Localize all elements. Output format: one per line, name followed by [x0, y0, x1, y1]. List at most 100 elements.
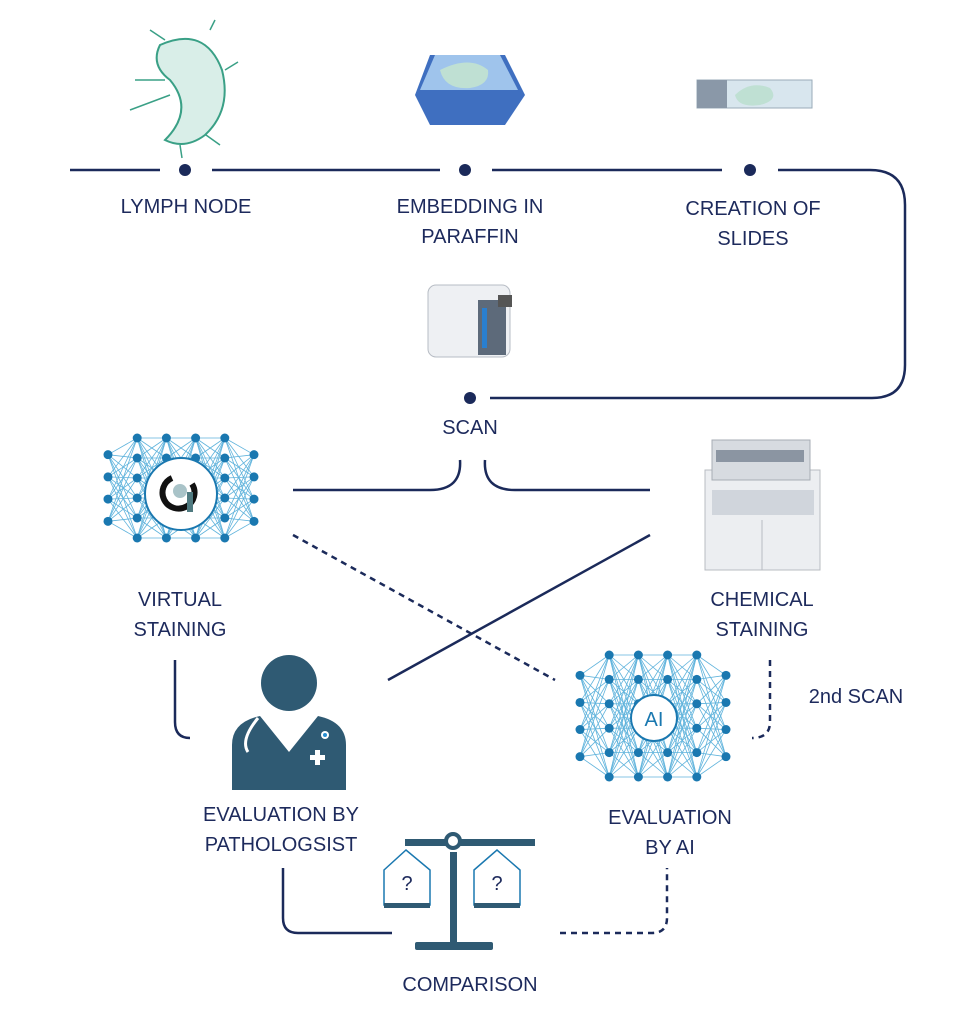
- network-edge: [638, 752, 668, 778]
- network-edge: [696, 679, 727, 757]
- network-edge: [224, 437, 255, 456]
- network-node: [663, 748, 673, 758]
- network-edge: [696, 654, 727, 676]
- network-node: [604, 650, 614, 660]
- network-edge: [107, 437, 138, 500]
- network-edge: [107, 476, 138, 519]
- network-edge: [107, 454, 138, 519]
- network-node: [220, 473, 230, 483]
- network-edge: [696, 727, 727, 757]
- label-comparison: COMPARISON: [402, 974, 538, 996]
- network-edge: [224, 457, 255, 478]
- network-edge: [195, 497, 226, 539]
- network-node: [132, 513, 142, 523]
- network-node: [132, 433, 142, 443]
- network-edge: [195, 437, 226, 459]
- timeline-line: [70, 168, 907, 400]
- network-node: [692, 699, 702, 709]
- network-edge: [579, 702, 610, 753]
- network-edge: [224, 497, 255, 500]
- network-edge: [107, 517, 138, 522]
- network-edge: [107, 437, 138, 478]
- network-edge: [579, 756, 610, 778]
- network-edge: [107, 437, 138, 522]
- brace-left: [293, 459, 462, 492]
- network-edge: [107, 454, 138, 539]
- network-node: [692, 650, 702, 660]
- network-edge: [667, 752, 698, 778]
- network-node: [604, 723, 614, 733]
- second-scan-line: [751, 660, 772, 740]
- network-edge: [107, 476, 138, 479]
- network-edge: [579, 675, 610, 778]
- network-node: [132, 453, 142, 463]
- network-edge: [107, 454, 138, 479]
- network-node: [721, 752, 731, 762]
- network-edge: [579, 703, 610, 730]
- network-edge: [107, 437, 138, 456]
- paraffin-block-icon: [415, 55, 525, 125]
- network-node: [575, 697, 585, 707]
- network-node: [103, 494, 113, 504]
- pathologist-icon: [232, 655, 346, 790]
- network-edge: [579, 752, 610, 758]
- network-edge: [107, 498, 138, 519]
- network-edge: [667, 727, 698, 778]
- virtual-to-ai: [292, 533, 556, 682]
- network-node: [604, 699, 614, 709]
- network-edge: [224, 520, 255, 539]
- network-node: [103, 516, 113, 526]
- network-edge: [136, 437, 167, 479]
- network-node: [103, 472, 113, 482]
- network-edge: [579, 702, 610, 705]
- label-line: CHEMICAL: [710, 589, 814, 611]
- label-line: EVALUATION BY: [203, 804, 359, 826]
- network-node: [249, 494, 259, 504]
- network-node: [721, 725, 731, 735]
- network-node: [575, 725, 585, 735]
- network-edge: [667, 679, 698, 778]
- label-line: STAINING: [133, 619, 227, 641]
- network-node: [249, 472, 259, 482]
- ai-network-icon: [575, 650, 731, 782]
- right-question-mark: ?: [491, 873, 502, 895]
- network-edge: [579, 654, 610, 703]
- network-edge: [224, 476, 255, 539]
- connectors: [70, 168, 907, 935]
- label-lymph-node: LYMPH NODE: [120, 196, 252, 218]
- network-edge: [579, 675, 610, 729]
- network-edge: [579, 702, 610, 778]
- network-edge: [579, 675, 610, 753]
- network-edge: [696, 675, 727, 729]
- network-node: [663, 772, 673, 782]
- slide-icon: [696, 79, 813, 109]
- network-edge: [107, 476, 138, 499]
- network-node: [132, 473, 142, 483]
- network-edge: [696, 675, 727, 753]
- label-line: CREATION OF: [685, 198, 821, 220]
- network-edge: [107, 520, 138, 539]
- label-line: PARAFFIN: [421, 226, 519, 248]
- network-node: [249, 516, 259, 526]
- label-line: EMBEDDING IN: [396, 196, 544, 218]
- network-edge: [224, 437, 255, 522]
- network-edge: [107, 454, 138, 499]
- network-edge: [696, 679, 727, 703]
- network-node: [220, 433, 230, 443]
- network-edge: [579, 727, 610, 730]
- network-edge: [696, 752, 727, 758]
- network-edge: [224, 454, 255, 519]
- network-node: [161, 433, 171, 443]
- left-question-mark: ?: [401, 873, 412, 895]
- network-node: [132, 533, 142, 543]
- ai-badge: AI: [630, 694, 678, 742]
- network-node: [604, 748, 614, 758]
- comparison-scale-icon: ? ?: [383, 832, 535, 950]
- network-edge: [667, 654, 698, 753]
- network-edge: [224, 497, 255, 522]
- network-edge: [224, 437, 255, 500]
- network-node: [663, 650, 673, 660]
- network-edge: [608, 654, 639, 753]
